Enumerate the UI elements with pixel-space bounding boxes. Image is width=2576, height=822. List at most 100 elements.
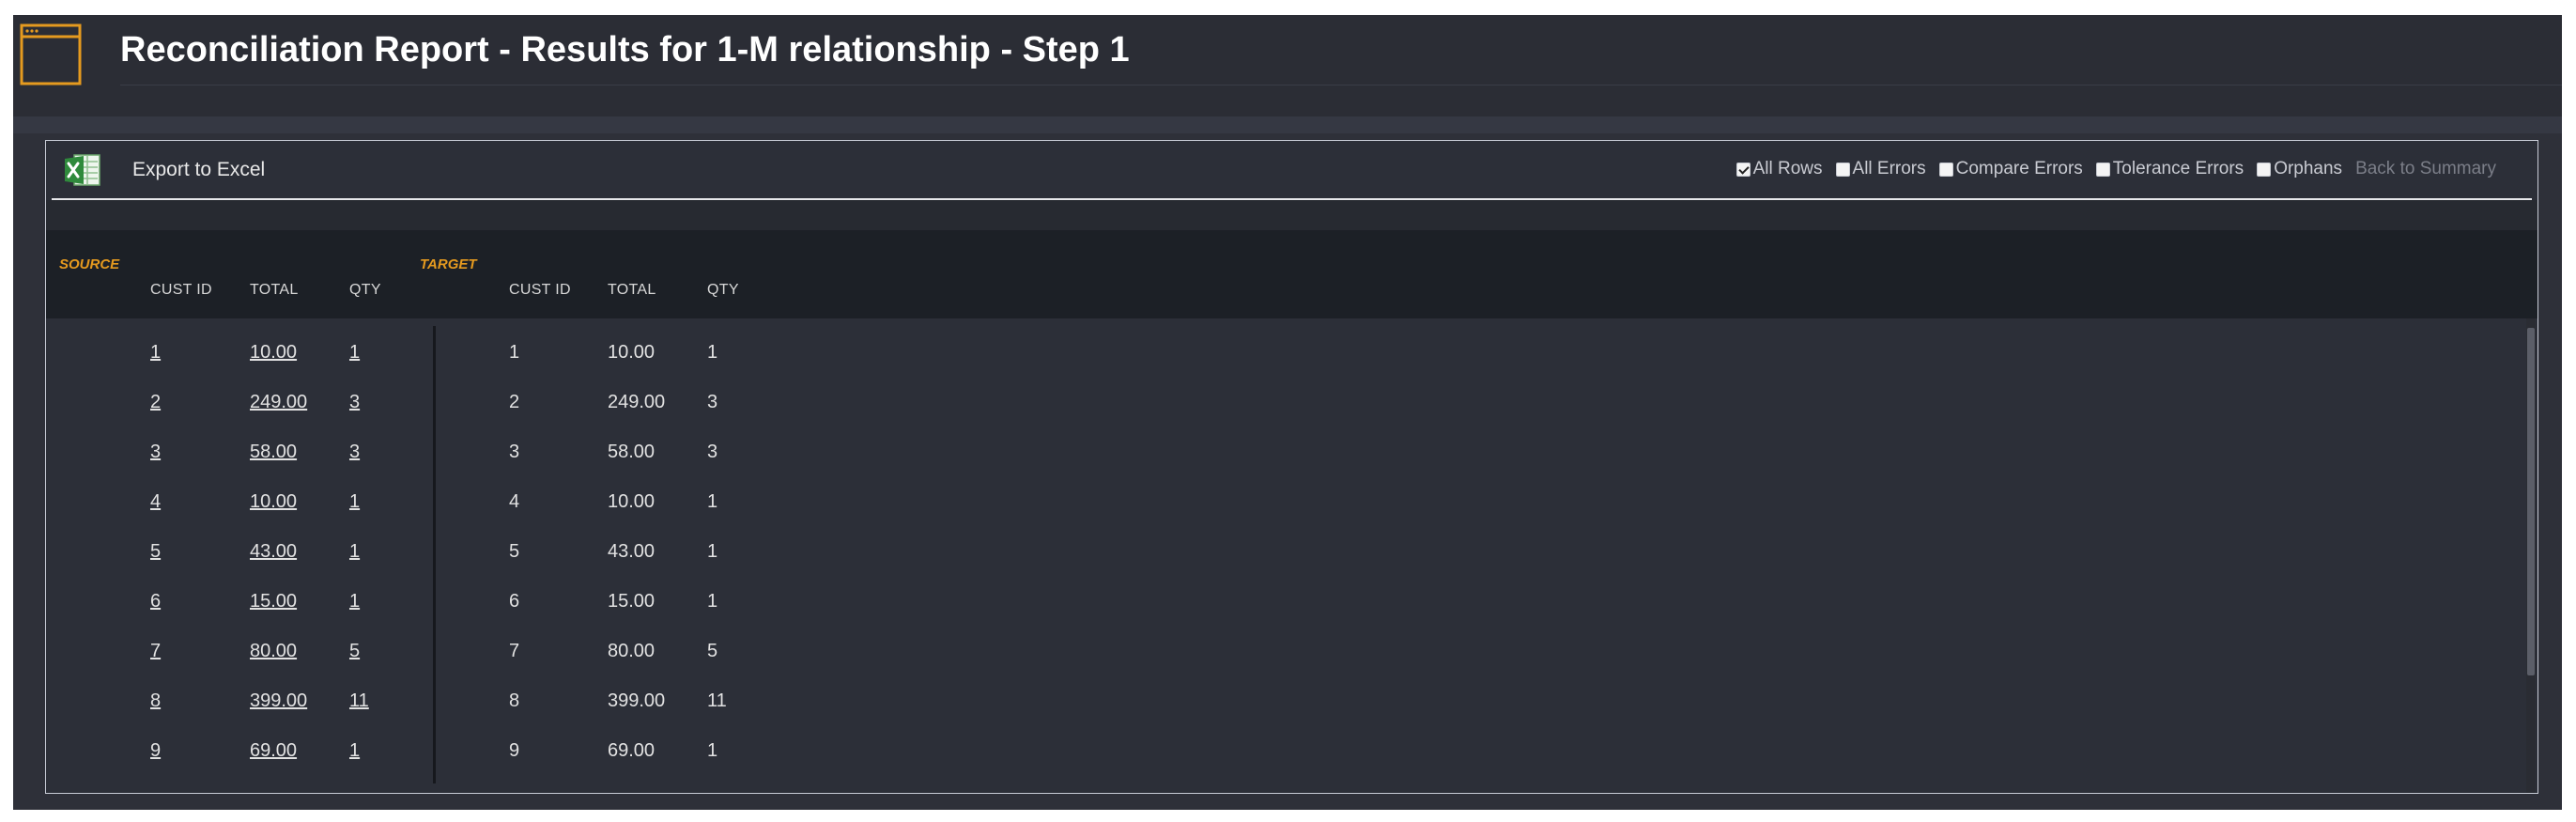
- filter-label: All Errors: [1852, 159, 1926, 178]
- target-col-qty[interactable]: QTY: [707, 282, 739, 298]
- source-qty[interactable]: 3: [349, 392, 361, 412]
- toolbar-strip: [13, 116, 2562, 133]
- filter-compare-errors[interactable]: Compare Errors: [1938, 159, 2083, 179]
- source-qty[interactable]: 1: [349, 491, 361, 512]
- window-icon: [20, 23, 82, 85]
- target-cust-id: 2: [509, 392, 520, 412]
- target-cust-id: 6: [509, 591, 520, 612]
- target-cust-id: 3: [509, 442, 520, 462]
- table-scrollbar[interactable]: [2526, 318, 2536, 793]
- source-col-cust-id[interactable]: CUST ID: [150, 282, 212, 298]
- page-title: Reconciliation Report - Results for 1-M …: [120, 30, 1130, 70]
- filter-all-rows[interactable]: All Rows: [1735, 159, 1823, 179]
- target-cust-id: 4: [509, 491, 520, 512]
- source-total[interactable]: 58.00: [250, 442, 298, 462]
- table-row: 1 10.00 1 1 10.00 1: [46, 340, 2537, 390]
- source-qty[interactable]: 5: [349, 641, 361, 661]
- scrollbar-thumb[interactable]: [2527, 328, 2535, 675]
- target-qty: 11: [707, 690, 727, 711]
- table-row: 4 10.00 1 4 10.00 1: [46, 489, 2537, 539]
- source-total[interactable]: 80.00: [250, 641, 298, 661]
- title-bar: Reconciliation Report - Results for 1-M …: [13, 15, 2562, 116]
- target-qty: 3: [707, 392, 718, 412]
- export-to-excel-link[interactable]: Export to Excel: [132, 159, 266, 180]
- source-cust-id[interactable]: 9: [150, 740, 162, 761]
- target-total: 399.00: [608, 690, 666, 711]
- table-row: 6 15.00 1 6 15.00 1: [46, 589, 2537, 639]
- target-total: 80.00: [608, 641, 656, 661]
- compare-errors-checkbox[interactable]: [1938, 162, 1953, 177]
- all-errors-checkbox[interactable]: [1835, 162, 1850, 177]
- filter-label: All Rows: [1752, 159, 1823, 178]
- source-total[interactable]: 10.00: [250, 342, 298, 363]
- source-target-divider: [433, 326, 436, 783]
- table-row: 7 80.00 5 7 80.00 5: [46, 639, 2537, 689]
- source-label: SOURCE: [59, 256, 120, 272]
- source-qty[interactable]: 3: [349, 442, 361, 462]
- target-cust-id: 5: [509, 541, 520, 562]
- target-qty: 1: [707, 591, 718, 612]
- all-rows-checkbox[interactable]: [1735, 162, 1751, 177]
- target-qty: 1: [707, 740, 718, 761]
- source-col-qty[interactable]: QTY: [349, 282, 381, 298]
- table-row: 8 399.00 11 8 399.00 11: [46, 689, 2537, 738]
- source-total[interactable]: 249.00: [250, 392, 308, 412]
- orphans-checkbox[interactable]: [2257, 162, 2272, 177]
- source-total[interactable]: 15.00: [250, 591, 298, 612]
- source-cust-id[interactable]: 7: [150, 641, 162, 661]
- source-qty[interactable]: 1: [349, 541, 361, 562]
- target-total: 58.00: [608, 442, 656, 462]
- source-total[interactable]: 43.00: [250, 541, 298, 562]
- results-panel: Export to Excel All Rows All Errors Comp…: [45, 140, 2538, 794]
- source-qty[interactable]: 1: [349, 342, 361, 363]
- target-total: 43.00: [608, 541, 656, 562]
- source-qty[interactable]: 1: [349, 591, 361, 612]
- source-qty[interactable]: 11: [349, 690, 369, 711]
- target-total: 69.00: [608, 740, 656, 761]
- source-col-total[interactable]: TOTAL: [250, 282, 299, 298]
- table-row: 2 249.00 3 2 249.00 3: [46, 390, 2537, 440]
- source-cust-id[interactable]: 8: [150, 690, 162, 711]
- target-qty: 3: [707, 442, 718, 462]
- tolerance-errors-checkbox[interactable]: [2095, 162, 2110, 177]
- excel-icon[interactable]: [63, 150, 102, 188]
- table-row: 9 69.00 1 9 69.00 1: [46, 738, 2537, 788]
- filter-all-errors[interactable]: All Errors: [1835, 159, 1926, 179]
- target-total: 10.00: [608, 491, 656, 512]
- source-total[interactable]: 399.00: [250, 690, 308, 711]
- source-cust-id[interactable]: 4: [150, 491, 162, 512]
- table-body: [46, 318, 2537, 793]
- target-cust-id: 1: [509, 342, 520, 363]
- target-cust-id: 8: [509, 690, 520, 711]
- table-row: 3 58.00 3 3 58.00 3: [46, 440, 2537, 489]
- table-row: 5 43.00 1 5 43.00 1: [46, 539, 2537, 589]
- back-to-summary-link[interactable]: Back to Summary: [2355, 159, 2496, 178]
- target-col-total[interactable]: TOTAL: [608, 282, 656, 298]
- filter-label: Orphans: [2274, 159, 2343, 178]
- target-total: 249.00: [608, 392, 666, 412]
- source-cust-id[interactable]: 2: [150, 392, 162, 412]
- source-cust-id[interactable]: 3: [150, 442, 162, 462]
- source-total[interactable]: 10.00: [250, 491, 298, 512]
- source-cust-id[interactable]: 6: [150, 591, 162, 612]
- target-cust-id: 7: [509, 641, 520, 661]
- filter-orphans[interactable]: Orphans: [2257, 159, 2342, 179]
- target-qty: 5: [707, 641, 718, 661]
- target-col-cust-id[interactable]: CUST ID: [509, 282, 571, 298]
- report-window: Reconciliation Report - Results for 1-M …: [13, 15, 2562, 810]
- spacer-band: [46, 200, 2537, 230]
- target-qty: 1: [707, 541, 718, 562]
- filter-tolerance-errors[interactable]: Tolerance Errors: [2095, 159, 2244, 179]
- source-cust-id[interactable]: 5: [150, 541, 162, 562]
- target-qty: 1: [707, 491, 718, 512]
- table-header: [46, 230, 2537, 318]
- source-qty[interactable]: 1: [349, 740, 361, 761]
- target-cust-id: 9: [509, 740, 520, 761]
- filter-label: Tolerance Errors: [2112, 159, 2244, 178]
- filter-label: Compare Errors: [1955, 159, 2083, 178]
- source-total[interactable]: 69.00: [250, 740, 298, 761]
- source-cust-id[interactable]: 1: [150, 342, 162, 363]
- target-total: 15.00: [608, 591, 656, 612]
- target-label: TARGET: [420, 256, 477, 272]
- target-total: 10.00: [608, 342, 656, 363]
